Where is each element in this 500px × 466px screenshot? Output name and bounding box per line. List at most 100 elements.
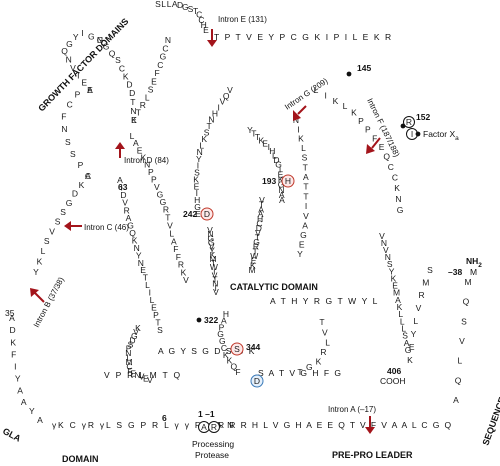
position-63: 63	[118, 182, 128, 192]
chain-residue: V	[147, 375, 153, 385]
chain-residue: L	[400, 316, 405, 326]
chain-residue: K	[131, 115, 137, 125]
chain-residue: C	[162, 43, 168, 53]
chain-residue: C	[392, 172, 398, 182]
factor-xa-label: Factor Xa	[423, 129, 459, 142]
chain-residue: N	[138, 258, 144, 268]
chain-residue: T	[212, 275, 217, 285]
chain-residue: V	[154, 182, 160, 192]
chain-residue: L	[161, 0, 166, 9]
position-322: 322	[204, 315, 218, 325]
chain-residue: I	[268, 142, 270, 152]
chain-residue: A	[133, 138, 139, 148]
intron-b-arrow	[30, 288, 45, 303]
chain-residue: I	[213, 266, 215, 276]
chain-residue: E	[194, 181, 200, 191]
chain-residue: P	[148, 167, 154, 177]
chain-residue: P	[153, 310, 159, 320]
chain-residue: N	[385, 252, 391, 262]
chain-residue: R	[140, 100, 146, 110]
chain-residue: T	[297, 367, 302, 377]
chain-residue: G	[97, 35, 104, 45]
chain-residue: K	[201, 134, 207, 144]
chain-residue: A	[279, 190, 285, 200]
chain-residue: I	[218, 103, 220, 113]
chain-residue: K	[37, 257, 43, 267]
prepro-leader-label: PRE-PRO LEADER	[332, 450, 413, 460]
chain-residue: V	[255, 228, 261, 238]
chain-residue: N	[212, 279, 218, 289]
nh2-label: NH2	[466, 256, 482, 269]
chain-residue: G	[157, 190, 164, 200]
chain-residue: H	[269, 146, 275, 156]
chain-residue: V	[227, 85, 233, 95]
chain-residue: L	[126, 352, 131, 362]
chain-residue: N	[278, 185, 284, 195]
chain-residue: A	[21, 397, 27, 407]
chain-residue: P	[365, 125, 371, 135]
chain-residue: R	[419, 290, 425, 300]
chain-residue: G	[182, 2, 189, 12]
chain-residue: R	[253, 242, 259, 252]
chain-residue: E	[137, 145, 143, 155]
gla-bottom-sequence: γK C γR γL S G P R L γ γ F L A N	[52, 420, 235, 430]
chain-residue: Y	[73, 32, 79, 42]
chain-residue: K	[397, 302, 403, 312]
chain-residue: V	[383, 245, 389, 255]
chain-residue: I	[149, 288, 151, 298]
chain-residue: F	[173, 244, 178, 254]
chain-residue: L	[41, 246, 46, 256]
chain-residue: V	[207, 225, 213, 235]
chain-residue: T	[143, 273, 148, 283]
chain-residue: T	[303, 191, 308, 201]
catalytic-row-2: A G Y S G D S G K	[158, 346, 256, 356]
chain-residue: S	[302, 153, 308, 163]
chain-residue: S	[155, 0, 161, 9]
chain-residue: L	[150, 295, 155, 305]
chain-residue: E	[195, 209, 201, 219]
intron-a-label: Intron A (–17)	[328, 405, 376, 414]
chain-residue: T	[255, 232, 260, 242]
chain-residue: S	[402, 331, 408, 341]
chain-residue: V	[322, 327, 328, 337]
chain-residue: N	[395, 194, 401, 204]
chain-residue: F	[127, 366, 132, 376]
chain-residue: E	[251, 256, 257, 266]
chain-residue: T	[155, 318, 160, 328]
chain-residue: E	[203, 25, 209, 35]
chain-residue: P	[151, 175, 157, 185]
catalytic-domain-label: CATALYTIC DOMAIN	[230, 282, 318, 292]
chain-residue: C	[198, 15, 204, 25]
chain-residue: I	[325, 90, 327, 100]
chain-residue: K	[258, 135, 264, 145]
chain-residue: L	[325, 338, 330, 348]
chain-residue: K	[193, 174, 199, 184]
chain-residue: E	[379, 142, 385, 152]
chain-residue: Y	[209, 246, 215, 256]
catalytic-d-residue: D	[250, 374, 264, 388]
chain-residue: R	[163, 205, 169, 215]
chain-residue: N	[207, 229, 213, 239]
chain-residue: M	[464, 277, 471, 287]
chain-residue: D	[273, 155, 279, 165]
chain-residue: A	[453, 395, 459, 405]
factor-xa-dot	[415, 131, 421, 137]
chain-residue: T	[252, 246, 257, 256]
chain-residue: V	[183, 275, 189, 285]
chain-residue: V	[122, 198, 128, 208]
position-145: 145	[357, 63, 371, 73]
chain-residue: G	[127, 220, 134, 230]
chain-residue: F	[154, 68, 159, 78]
chain-residue: G	[66, 198, 73, 208]
chain-residue: V	[133, 327, 139, 337]
active-site-s344: S	[230, 342, 244, 356]
chain-residue: F	[176, 252, 181, 262]
chain-residue: G	[66, 39, 73, 49]
chain-residue: N	[134, 243, 140, 253]
chain-residue: K	[135, 323, 141, 333]
chain-residue: T	[165, 213, 170, 223]
chain-residue: L	[458, 356, 463, 366]
chain-residue: A	[258, 204, 264, 214]
chain-residue: A	[85, 171, 91, 181]
